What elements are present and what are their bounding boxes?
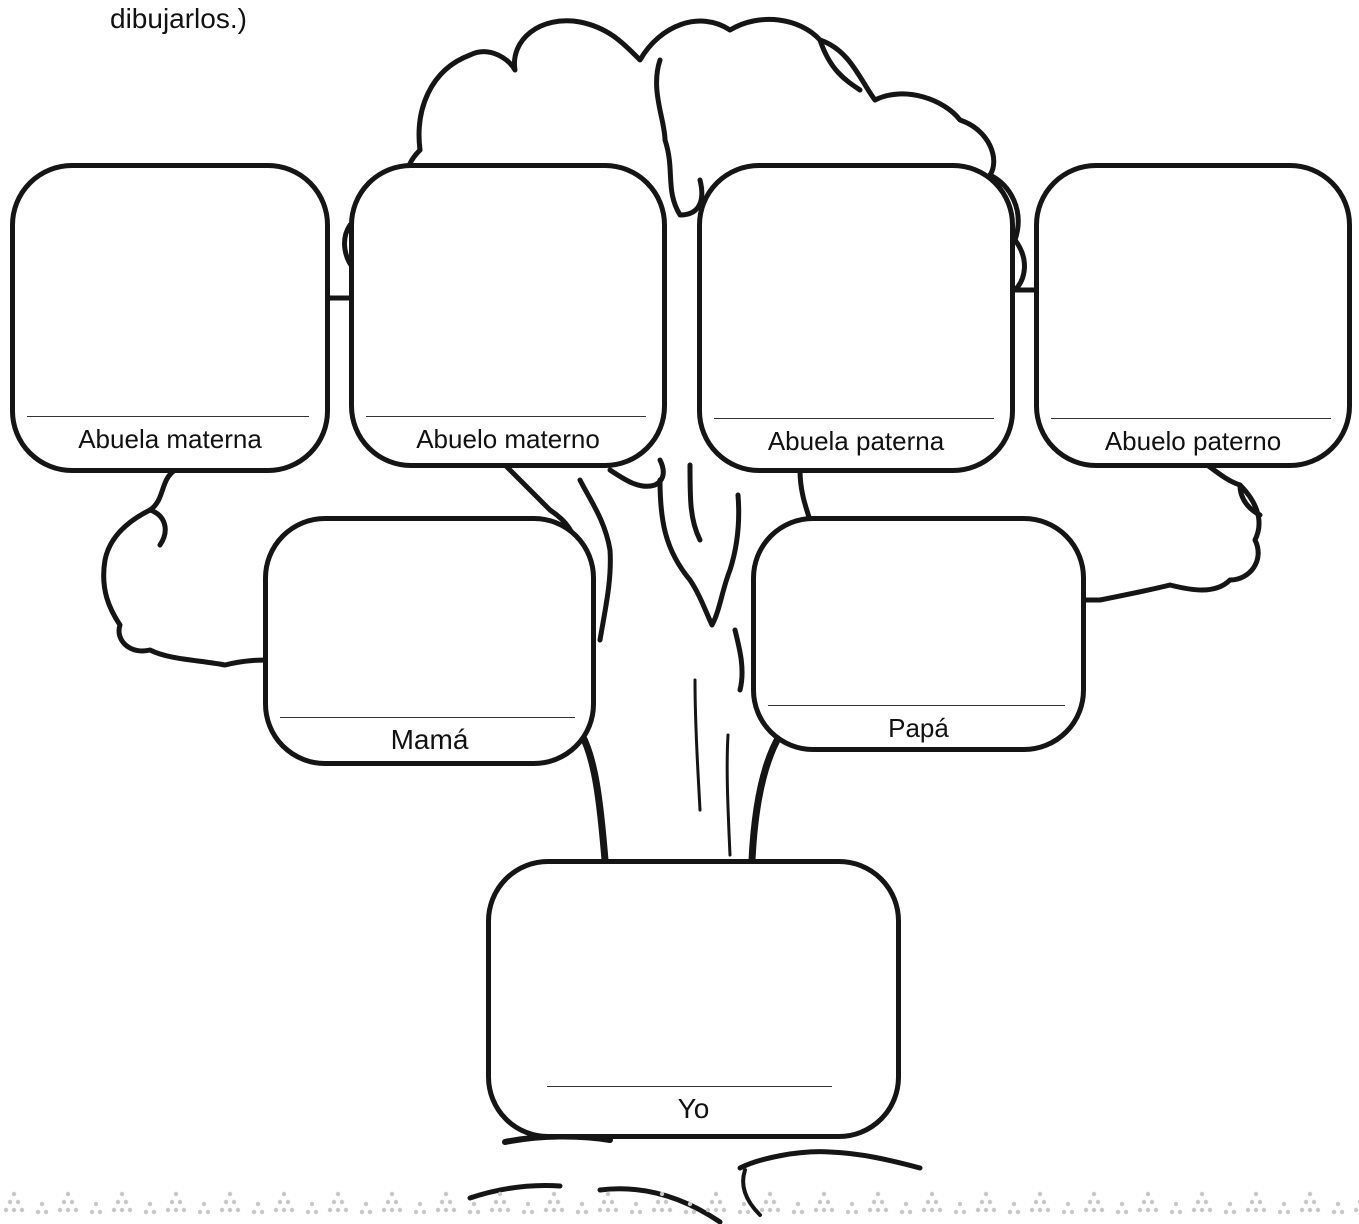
instruction-text: dibujarlos.) <box>110 3 247 34</box>
label-papa: Papá <box>888 713 949 743</box>
box-mama[interactable]: Mamá <box>263 516 596 766</box>
box-abuela-materna[interactable]: Abuela materna <box>10 163 330 473</box>
label-abuelo-paterno: Abuelo paterno <box>1104 426 1282 456</box>
name-line <box>280 717 575 718</box>
ground-pattern <box>0 1182 1359 1224</box>
box-abuela-paterna[interactable]: Abuela paterna <box>697 163 1015 473</box>
box-abuelo-paterno[interactable]: Abuelo paterno <box>1034 163 1352 468</box>
box-yo[interactable]: Yo <box>486 859 901 1139</box>
name-line <box>27 416 309 417</box>
name-line <box>714 418 994 419</box>
name-line <box>768 705 1065 706</box>
name-line <box>1051 418 1331 419</box>
label-mama: Mamá <box>390 724 469 755</box>
label-abuela-paterna: Abuela paterna <box>767 426 945 456</box>
box-papa[interactable]: Papá <box>751 516 1086 752</box>
name-line <box>366 416 646 417</box>
label-abuela-materna: Abuela materna <box>78 424 262 454</box>
box-abuelo-materno[interactable]: Abuelo materno <box>349 163 667 468</box>
name-line <box>547 1086 832 1087</box>
label-abuelo-materno: Abuelo materno <box>416 424 600 454</box>
label-yo: Yo <box>677 1093 710 1124</box>
